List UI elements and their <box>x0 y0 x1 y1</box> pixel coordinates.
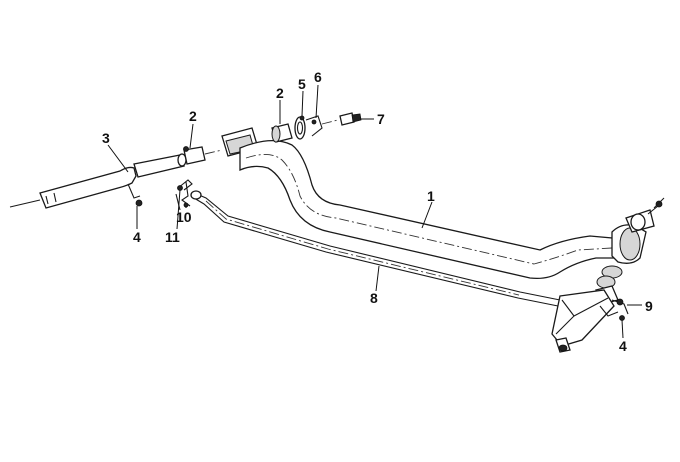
gasket-clamp-parts-2-5-6 <box>271 115 339 143</box>
main-pipe-part-1 <box>221 127 617 280</box>
callout-4-left: 4 <box>133 229 141 245</box>
leader-lines <box>107 84 642 339</box>
callout-10: 10 <box>176 209 192 225</box>
rear-silencer-assembly <box>595 197 665 305</box>
tail-silencer-box <box>551 289 629 353</box>
callout-11: 11 <box>165 229 180 245</box>
callout-7: 7 <box>377 111 385 127</box>
callout-1: 1 <box>427 188 435 204</box>
secondary-pipe-part-8 <box>190 190 561 307</box>
callout-labels: 1 2 2 3 4 4 5 6 7 8 9 10 11 <box>102 69 653 354</box>
callout-2-right: 2 <box>276 85 284 101</box>
callout-3: 3 <box>102 130 110 146</box>
callout-8: 8 <box>370 290 378 306</box>
sensor-part-7 <box>339 112 362 126</box>
callout-9: 9 <box>645 298 653 314</box>
callout-2-left: 2 <box>189 108 197 124</box>
callout-5: 5 <box>298 76 306 92</box>
front-pipe-part-3 <box>9 146 223 209</box>
callout-6: 6 <box>314 69 322 85</box>
callout-4-right: 4 <box>619 338 627 354</box>
